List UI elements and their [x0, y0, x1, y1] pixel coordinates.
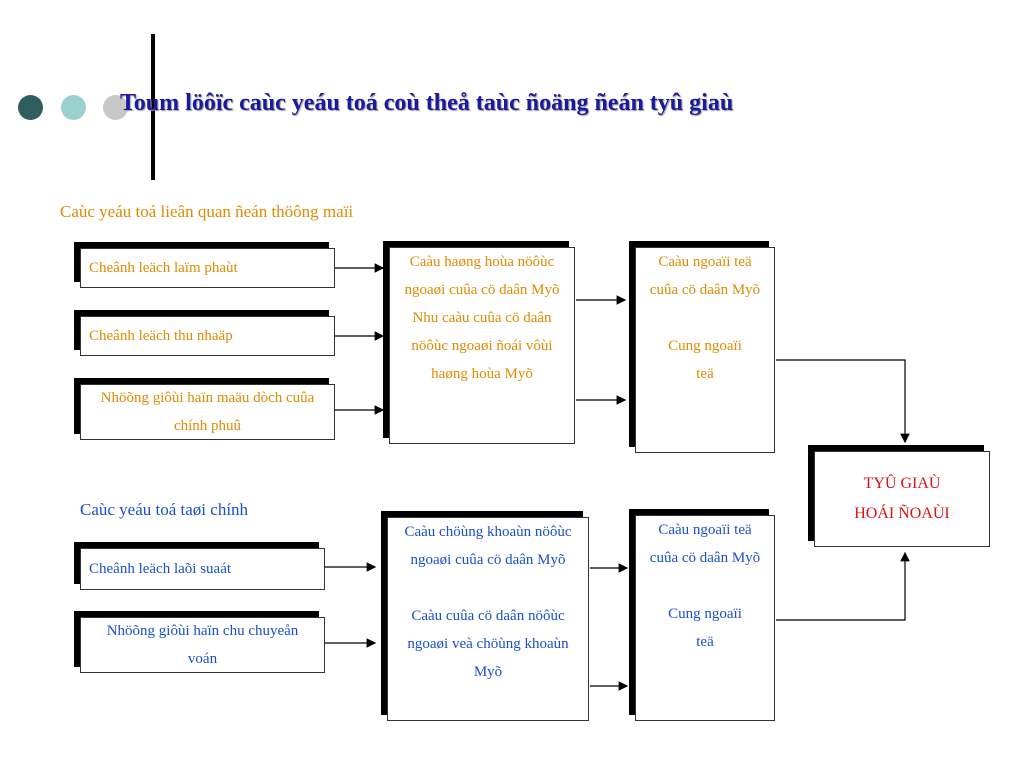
finance-factor-box: Cheânh leäch laõi suaát [80, 548, 325, 590]
trade-factor-label: Nhöõng giôùi haïn maäu dòch cuûa chính p… [100, 390, 315, 434]
finance-demand-box: Caàu chöùng khoaùn nöôùc ngoaøi cuûa cö … [387, 517, 589, 721]
finance-factor-box: Nhöõng giôùi haïn chu chuyeån voán [80, 617, 325, 673]
arrow-finance-to-rate [776, 551, 910, 621]
trade-demand-text: Nhu caàu cuûa cö daân nöôùc ngoaøi ñoái … [411, 310, 553, 382]
trade-currency-supply: Cung ngoaïi teä [668, 338, 742, 382]
finance-section-label: Caùc yeáu toá taøi chính [80, 500, 249, 519]
trade-factor-label: Cheânh leäch laïm phaùt [89, 260, 238, 276]
trade-factor-box: Cheânh leäch thu nhaäp [80, 316, 335, 356]
finance-currency-supply: Cung ngoaïi teä [668, 606, 742, 650]
title-vertical-rule [151, 34, 155, 180]
finance-demand-text: Caàu chöùng khoaùn nöôùc ngoaøi cuûa cö … [404, 524, 572, 568]
finance-demand-text: Caàu cuûa cö daân nöôùc ngoaøi veà chöùn… [407, 608, 569, 680]
trade-currency-demand: Caàu ngoaïi teä cuûa cö daân Myõ [649, 254, 761, 298]
finance-currency-box: Caàu ngoaïi teä cuûa cö daân Myõ Cung ng… [635, 515, 775, 721]
finance-factor-label: Nhöõng giôùi haïn chu chuyeån voán [106, 623, 299, 667]
finance-currency-demand: Caàu ngoaïi teä cuûa cö daân Myõ [649, 522, 761, 566]
decor-dot-dark [18, 95, 43, 120]
trade-factor-box: Nhöõng giôùi haïn maäu dòch cuûa chính p… [80, 384, 335, 440]
trade-section-label: Caùc yeáu toá lieân quan ñeán thöông maï… [60, 202, 354, 221]
trade-currency-box: Caàu ngoaïi teä cuûa cö daân Myõ Cung ng… [635, 247, 775, 453]
exchange-rate-line1: TYÛ GIAÙ [863, 475, 941, 492]
arrow-trade-to-rate [776, 359, 910, 444]
trade-factor-box: Cheânh leäch laïm phaùt [80, 248, 335, 288]
page-title: Toum löôïc caùc yeáu toá coù theå taùc ñ… [120, 90, 734, 116]
trade-demand-box: Caàu haøng hoùa nöôùc ngoaøi cuûa cö daâ… [389, 247, 575, 444]
finance-factor-label: Cheânh leäch laõi suaát [89, 561, 232, 577]
decor-dot-light [61, 95, 86, 120]
decor-dot-gray [103, 95, 128, 120]
exchange-rate-box: TYÛ GIAÙ HOÁI ÑOAÙI [814, 451, 990, 547]
exchange-rate-line2: HOÁI ÑOAÙI [854, 505, 950, 522]
trade-factor-label: Cheânh leäch thu nhaäp [89, 328, 233, 344]
trade-demand-text: Caàu haøng hoùa nöôùc ngoaøi cuûa cö daâ… [404, 254, 560, 298]
